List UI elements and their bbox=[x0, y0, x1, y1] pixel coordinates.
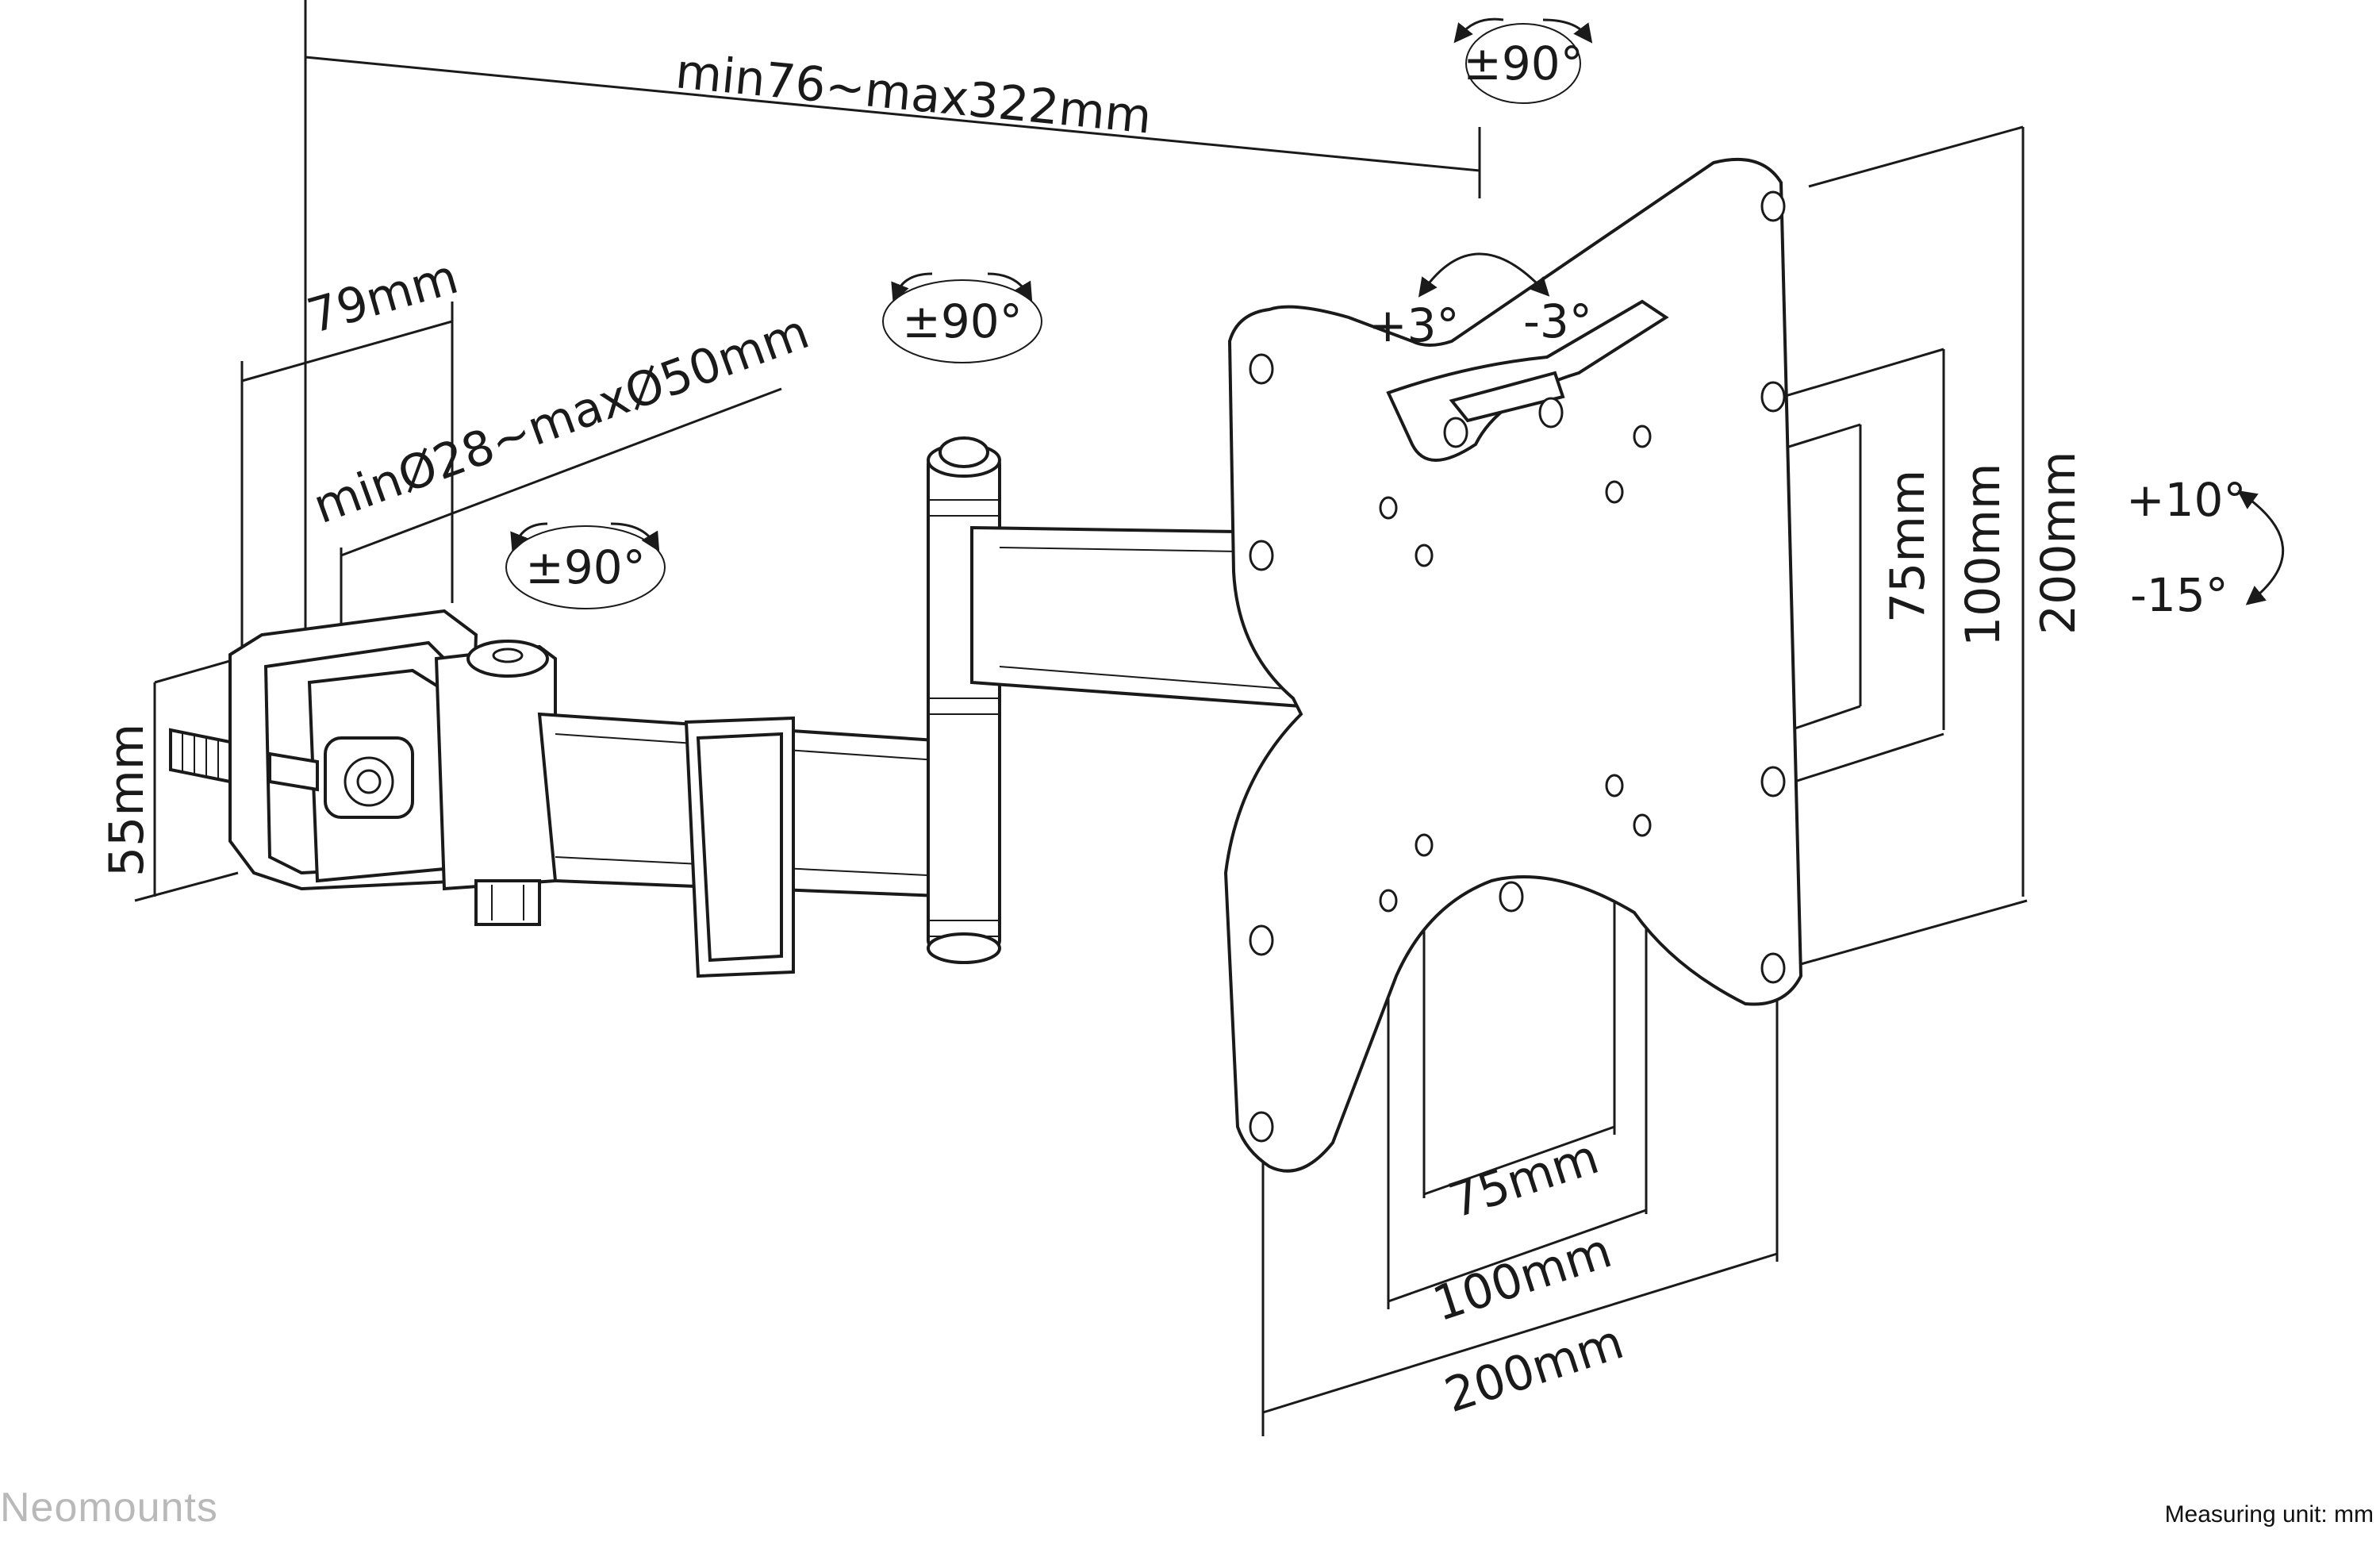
vesa-horizontal-100-label: 100mm bbox=[1426, 1223, 1618, 1332]
motion-arrows bbox=[510, 17, 2284, 605]
tilt-up-label: +10° bbox=[2126, 473, 2246, 527]
arm-extension-label: min76~max322mm bbox=[674, 44, 1154, 144]
arm-segment-first bbox=[537, 712, 962, 978]
vesa-vertical-75-label: 75mm bbox=[1880, 470, 1936, 623]
clamp-height-label: 55mm bbox=[99, 724, 155, 877]
vesa-vertical-100-label: 100mm bbox=[1956, 463, 2011, 647]
clamp-depth-label: 79mm bbox=[301, 249, 464, 345]
pole-clamp bbox=[169, 609, 478, 891]
swivel-middle-label: ±90° bbox=[902, 294, 1022, 348]
tilt-down-label: -15° bbox=[2130, 568, 2228, 622]
vesa-horizontal-200-label: 200mm bbox=[1438, 1314, 1630, 1424]
angle-labels: ±90° ±90° ±90° +3° -3° +10° -15° bbox=[505, 23, 2246, 622]
pole-diameter-label: minØ28~maxØ50mm bbox=[306, 304, 816, 535]
rotation-positive-label: +3° bbox=[1368, 298, 1460, 352]
measuring-unit-note: Measuring unit: mm bbox=[2164, 1501, 2374, 1528]
vesa-horizontal-75-label: 75mm bbox=[1442, 1129, 1605, 1229]
brand-logo: Neomounts bbox=[0, 1485, 218, 1531]
vesa-plate bbox=[1223, 157, 1803, 1173]
rotation-negative-label: -3° bbox=[1523, 294, 1592, 348]
vesa-vertical-200-label: 200mm bbox=[2031, 452, 2086, 635]
middle-hinge bbox=[927, 436, 1001, 964]
swivel-clamp-label: ±90° bbox=[525, 540, 645, 594]
clamp-hinge bbox=[434, 640, 557, 926]
swivel-top-label: ±90° bbox=[1463, 37, 1583, 90]
